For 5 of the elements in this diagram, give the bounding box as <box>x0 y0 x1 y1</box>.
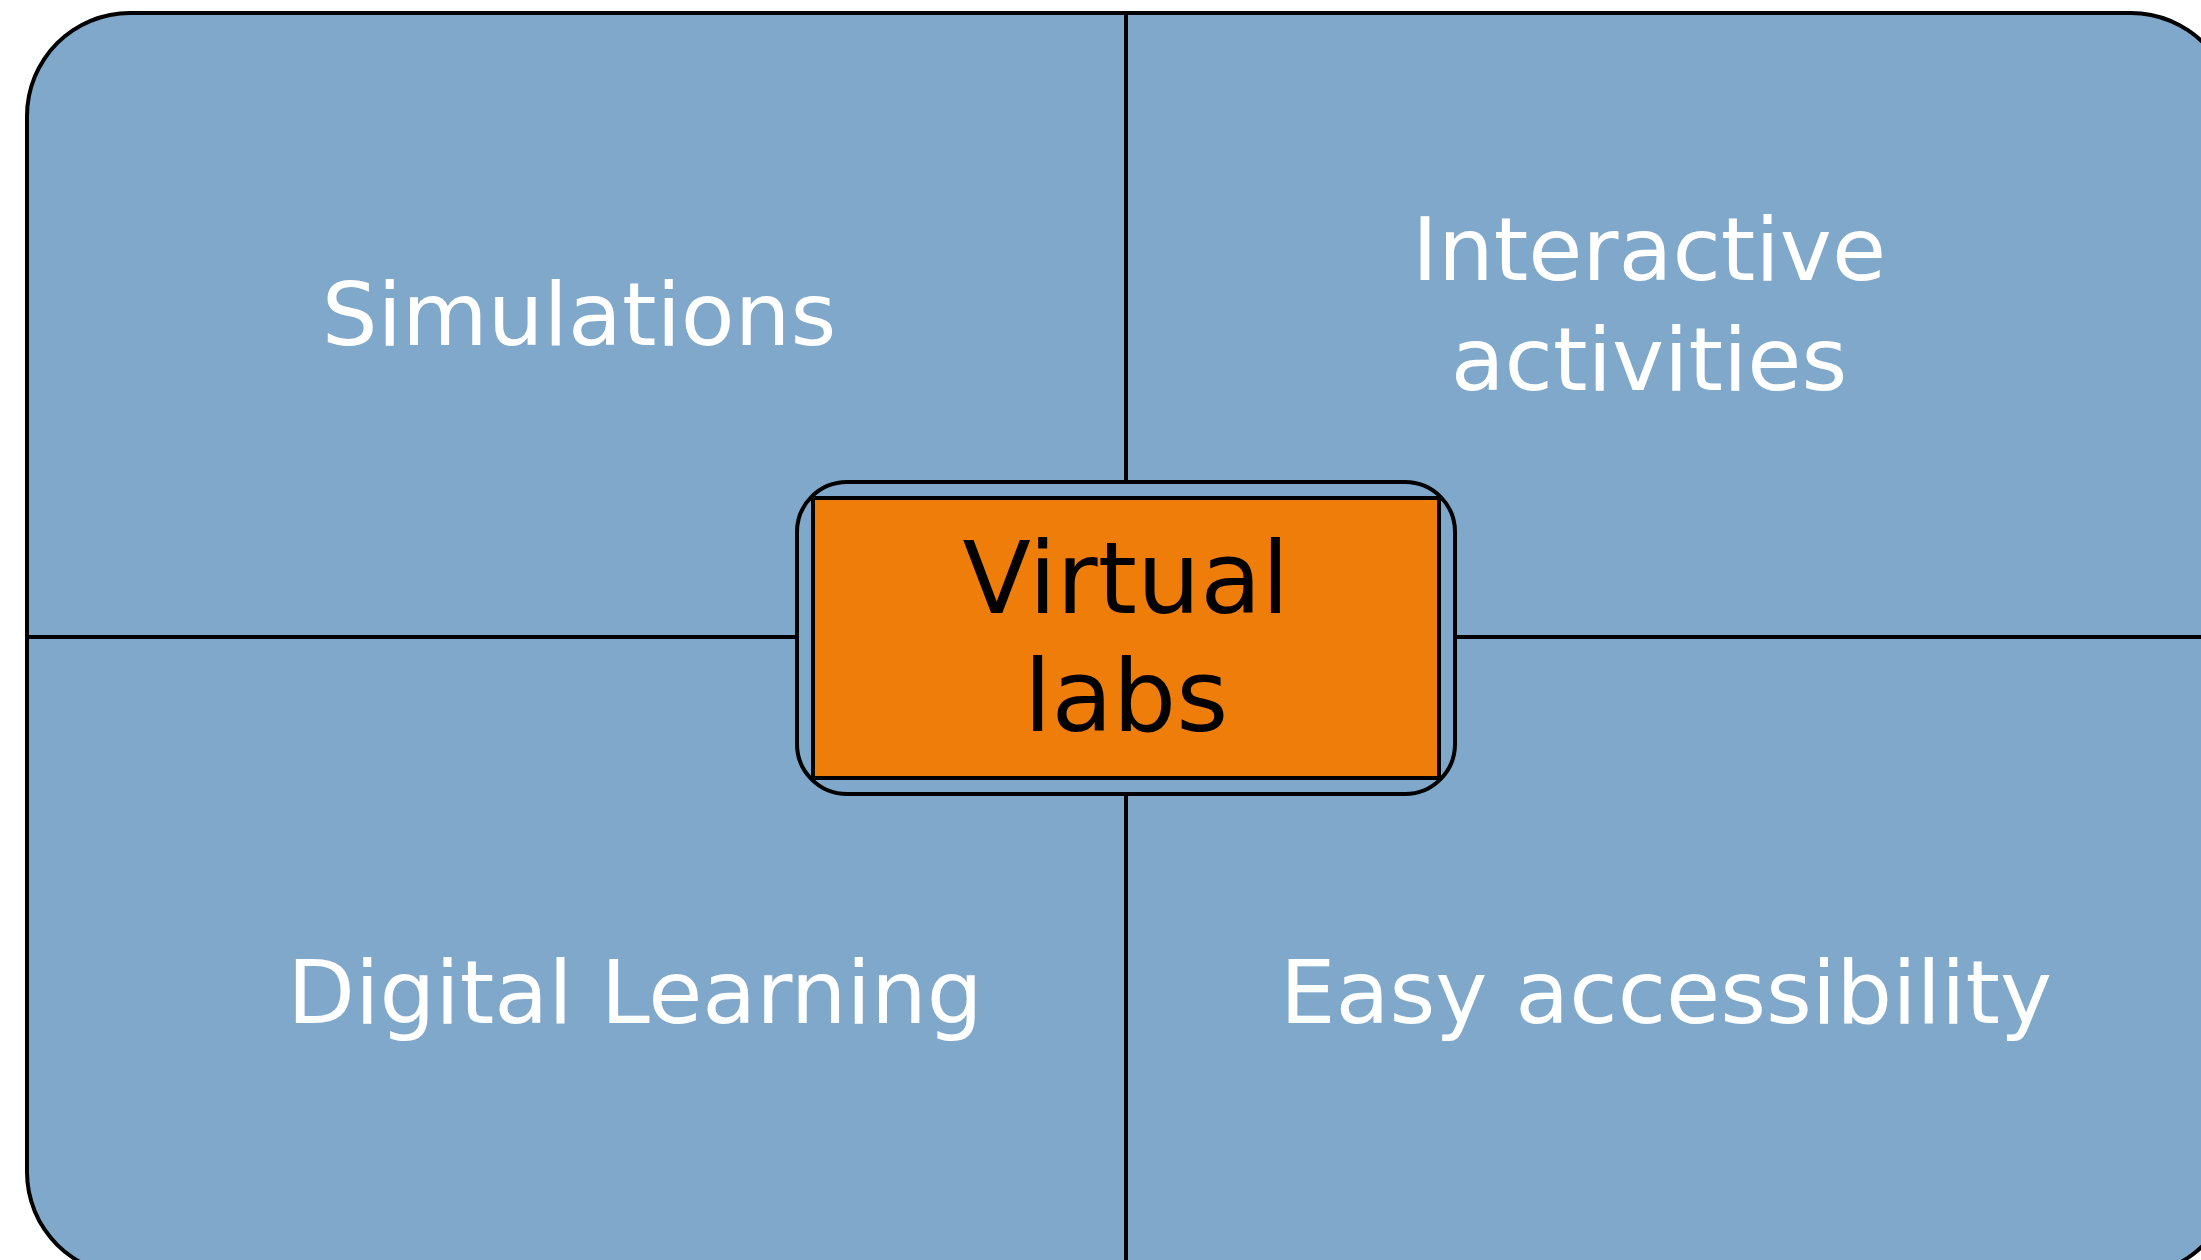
center-label: Virtual labs <box>961 520 1291 756</box>
quadrant-label: Digital Learning <box>286 940 984 1046</box>
quadrant-label: Interactive activities <box>1411 197 1887 413</box>
quadrant-label: Easy accessibility <box>1278 940 2054 1046</box>
quadrant-label: Simulations <box>320 262 838 368</box>
